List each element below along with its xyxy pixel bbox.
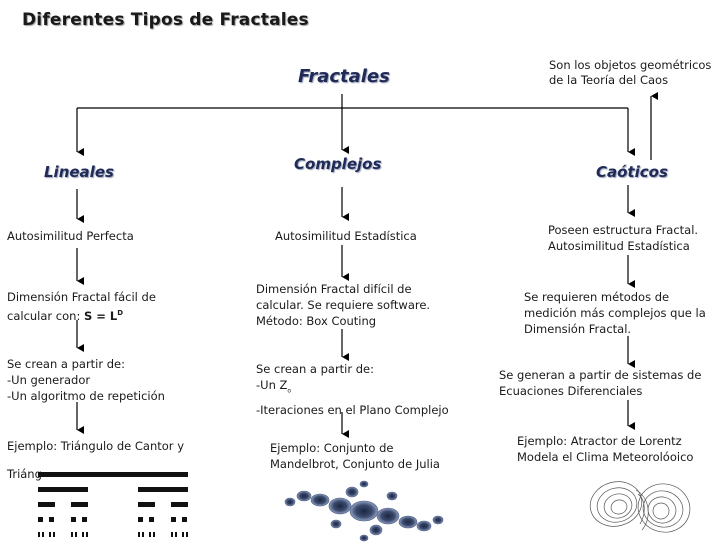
heading-complejos: Complejos: [294, 155, 382, 173]
caoticos-item-4: Ejemplo: Atractor de Lorentz Modela el C…: [517, 433, 693, 465]
text-line: -Un Zo: [256, 377, 449, 399]
text-line: Modela el Clima Meteorolóoico: [517, 450, 694, 464]
text-line: Método: Box Couting: [256, 314, 377, 328]
lineales-item-4: Ejemplo: Triángulo de Cantor y Triáng: [7, 438, 184, 482]
text-line: Dimensión Fractal difícil de: [256, 282, 412, 296]
root-node: Fractales: [298, 66, 390, 87]
heading-lineales: Lineales: [44, 163, 114, 181]
complejos-item-4: Ejemplo: Conjunto de Mandelbrot, Conjunt…: [270, 440, 440, 472]
caoticos-item-1: Poseen estructura Fractal. Autosimilitud…: [548, 222, 698, 254]
text-line: calcular con: S = LD: [7, 305, 156, 324]
text-fragment: calcular con:: [7, 308, 84, 323]
text-line: Poseen estructura Fractal.: [548, 223, 699, 237]
julia-set-image: [284, 480, 444, 542]
formula: S = LD: [84, 309, 123, 323]
text-line: Se requieren métodos de: [524, 290, 670, 304]
formula-base: S = L: [83, 308, 118, 323]
text-line: Autosimilitud Estadística: [548, 239, 690, 253]
text-line: Ejemplo: Atractor de Lorentz: [517, 434, 682, 448]
text-line: Dimensión Fractal fácil de: [7, 290, 156, 304]
caoticos-item-2: Se requieren métodos de medición más com…: [524, 289, 706, 337]
complejos-item-2: Dimensión Fractal difícil de calcular. S…: [256, 281, 430, 329]
lineales-item-3: Se crean a partir de: -Un generador -Un …: [7, 356, 165, 404]
text-line: Autosimilitud Perfecta: [7, 229, 134, 243]
text-line: -Un algoritmo de repetición: [7, 389, 165, 403]
text-line: Ecuaciones Diferenciales: [499, 384, 643, 398]
text-line: -Iteraciones en el Plano Complejo: [256, 403, 449, 418]
root-note: Son los objetos geométricos de la Teoría…: [549, 58, 711, 88]
root-note-line: de la Teoría del Caos: [549, 73, 669, 87]
text-line: Ejemplo: Triángulo de Cantor y: [7, 439, 184, 453]
root-note-line: Son los objetos geométricos: [549, 58, 712, 72]
page-title: Diferentes Tipos de Fractales: [22, 10, 309, 30]
text-fragment: -Un Z: [256, 378, 288, 392]
lineales-item-2: Dimensión Fractal fácil de calcular con:…: [7, 289, 156, 324]
text-line: -Un generador: [7, 373, 91, 387]
complejos-item-3: Se crean a partir de: -Un Zo -Iteracione…: [256, 361, 449, 418]
cantor-set-image: [38, 472, 188, 537]
text-line: Se crean a partir de:: [256, 362, 375, 376]
subscript: o: [287, 387, 292, 395]
lorenz-attractor-image: [589, 481, 691, 533]
caoticos-item-3: Se generan a partir de sistemas de Ecuac…: [499, 367, 701, 399]
text-line: medición más complejos que la: [524, 306, 706, 320]
text-line: Triáng: [7, 467, 42, 481]
lineales-item-1: Autosimilitud Perfecta: [7, 228, 134, 244]
text-line: calcular. Se requiere software.: [256, 298, 431, 312]
text-line: Autosimilitud Estadística: [275, 229, 417, 243]
heading-caoticos: Caóticos: [596, 163, 668, 181]
text-line: Se generan a partir de sistemas de: [499, 368, 702, 382]
complejos-item-1: Autosimilitud Estadística: [275, 228, 417, 244]
text-line: Mandelbrot, Conjunto de Julia: [270, 457, 440, 471]
text-line: Se crean a partir de:: [7, 357, 126, 371]
text-line: Ejemplo: Conjunto de: [270, 441, 394, 455]
text-line: Dimensión Fractal.: [524, 322, 632, 336]
formula-exponent: D: [117, 309, 124, 317]
